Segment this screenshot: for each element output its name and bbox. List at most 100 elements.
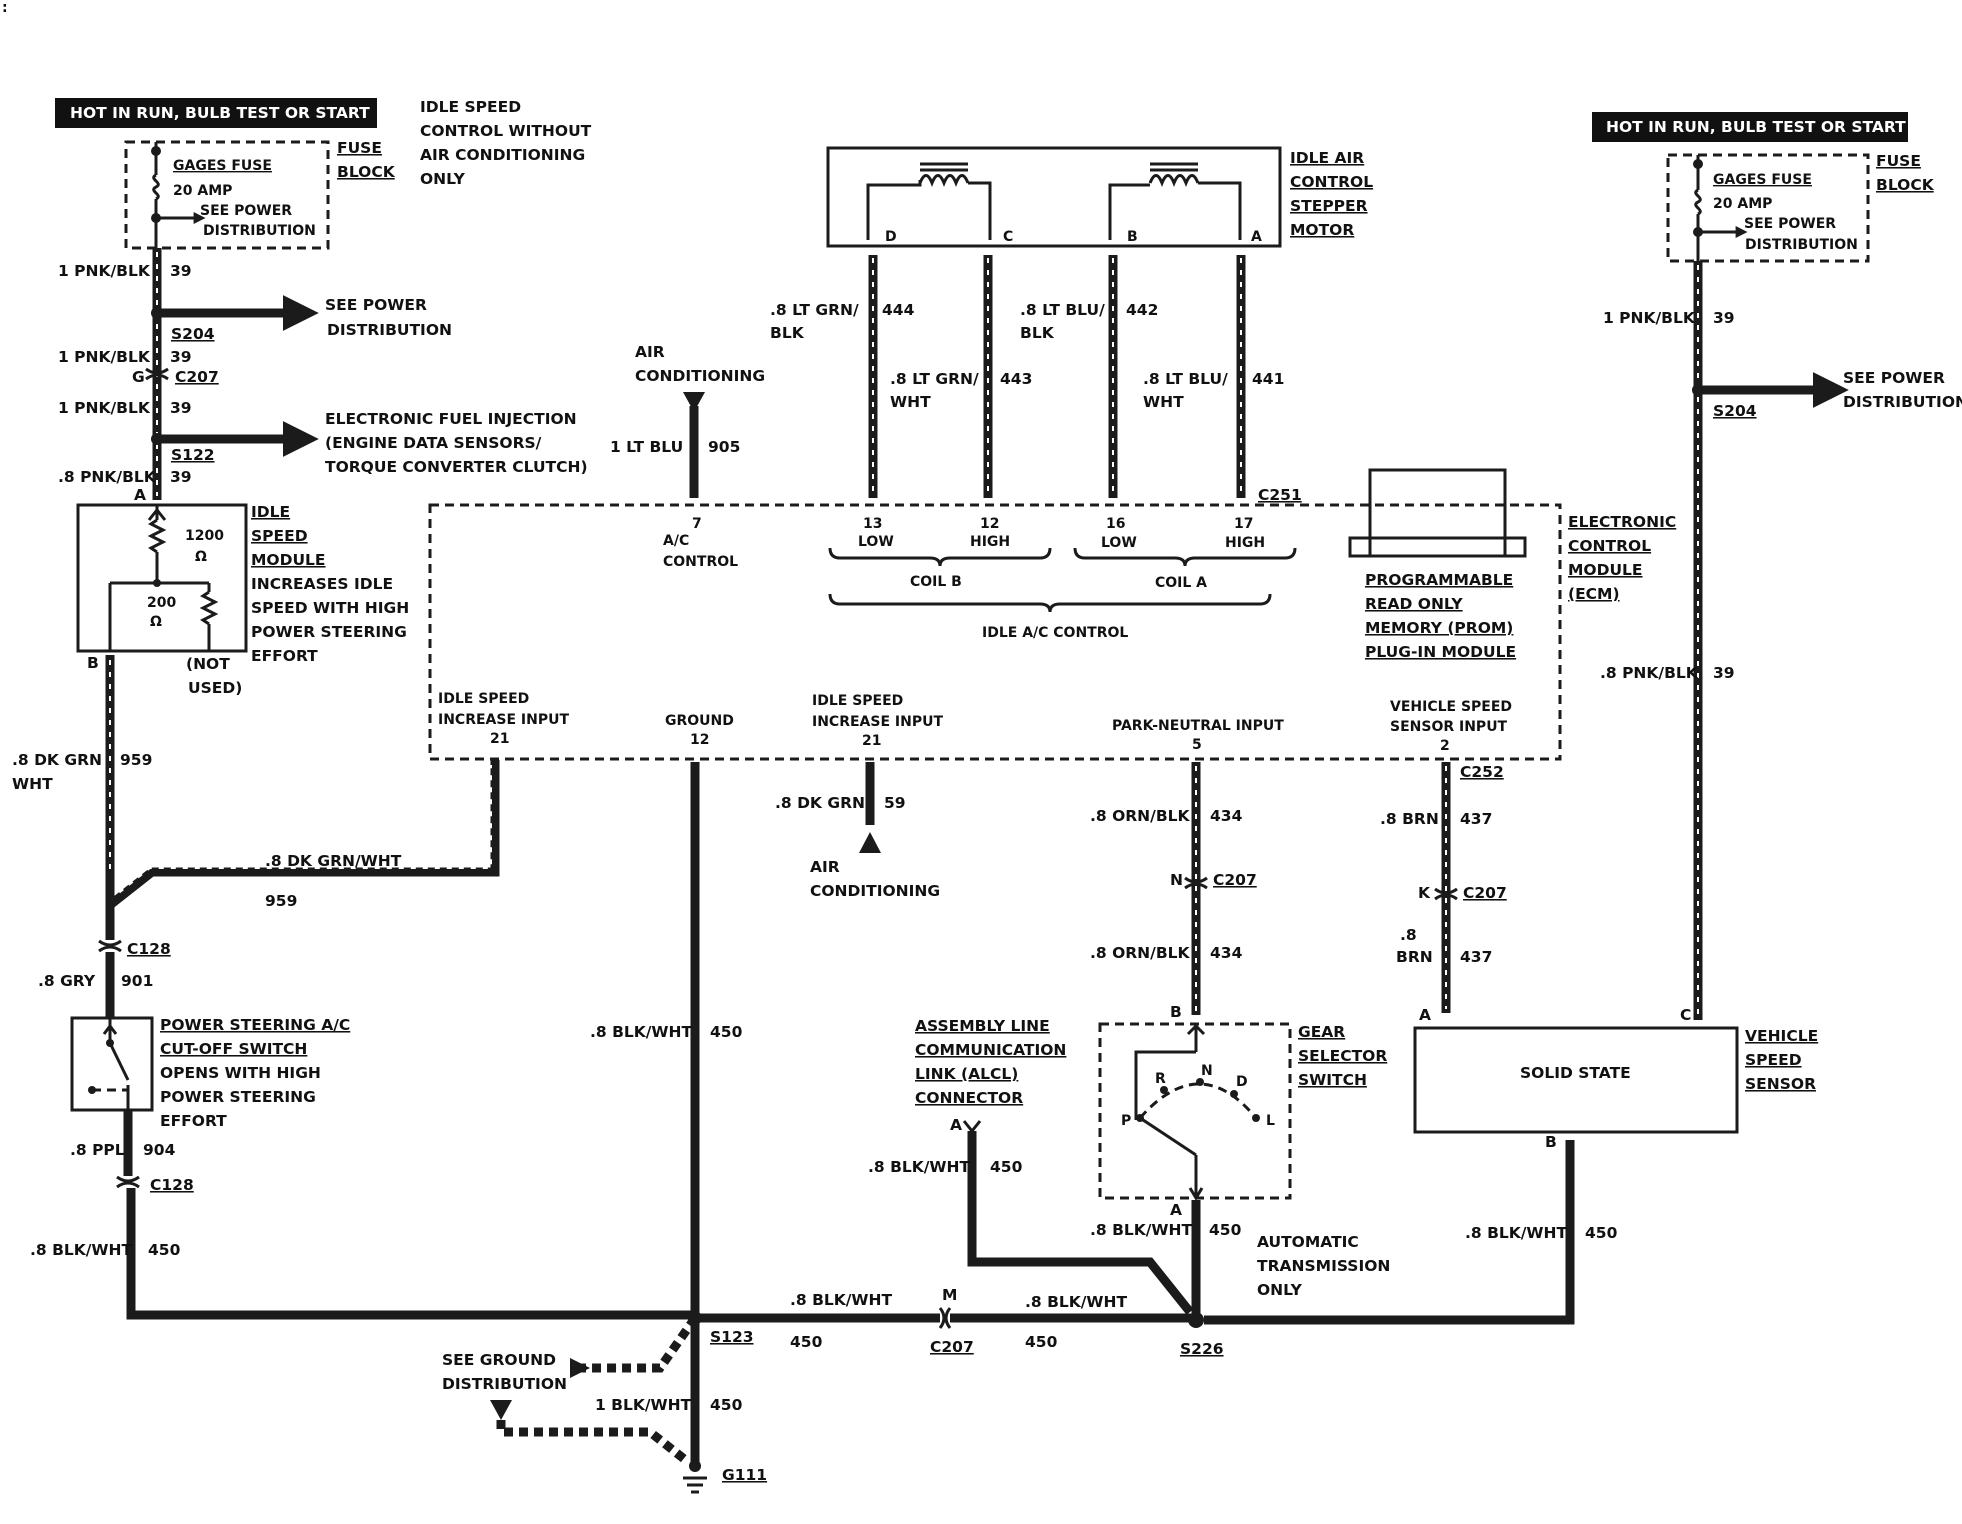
efi-line-1: ELECTRONIC FUEL INJECTION — [325, 410, 577, 428]
r2-ohm: Ω — [150, 614, 162, 630]
ac-top-arrow-icon — [683, 392, 705, 412]
ps-switch-blade — [108, 1042, 130, 1081]
vss-solid: SOLID STATE — [1520, 1064, 1631, 1082]
vss-blk-num: 450 — [1585, 1224, 1618, 1242]
not-used-1: (NOT — [186, 655, 230, 673]
idle-speed-module — [76, 503, 248, 653]
iac-pin-a: A — [1251, 229, 1262, 245]
idle-module-input-icon — [147, 505, 167, 521]
vss-in-1: VEHICLE SPEED — [1390, 699, 1512, 715]
gear-label-r: R — [1155, 1071, 1166, 1087]
in21a-1: IDLE SPEED — [438, 691, 529, 707]
w441-color-2: WHT — [1143, 393, 1184, 411]
vss-c207: C207 — [1463, 884, 1507, 902]
w959-color: .8 DK GRN — [12, 751, 102, 769]
w442-color-2: BLK — [1020, 324, 1055, 342]
left-fuse-see-1: SEE POWER — [200, 203, 292, 219]
ecm-name-2: CONTROL — [1568, 537, 1651, 555]
h1-color: .8 BLK/WHT — [790, 1291, 893, 1309]
ps-switch-pivot — [88, 1086, 96, 1094]
left-w1-num: 39 — [170, 262, 192, 280]
see-ground-2: DISTRIBUTION — [442, 1375, 567, 1393]
title-line-1: IDLE SPEED — [420, 98, 521, 116]
left-w2-num: 39 — [170, 348, 192, 366]
alcl-num: 450 — [990, 1158, 1023, 1176]
idle-module-name-2: SPEED — [251, 527, 308, 545]
n-c207-connector-icon — [1184, 876, 1208, 890]
vss-pin-a: A — [1419, 1006, 1431, 1024]
w442-num: 442 — [1126, 301, 1158, 319]
left-c207: C207 — [175, 368, 219, 386]
gear-name-3: SWITCH — [1298, 1071, 1367, 1089]
iac-pin-c: C — [1003, 229, 1013, 245]
left-fuse-node — [151, 146, 161, 156]
wire-959-stripe — [109, 660, 492, 903]
in21b-2: INCREASE INPUT — [812, 714, 943, 730]
s226: S226 — [1180, 1340, 1224, 1358]
left-c207-connector-icon — [145, 367, 169, 381]
ac-top-label-2: CONDITIONING — [635, 367, 765, 385]
ground-branch-arrow-icon — [490, 1400, 512, 1420]
left-w2-color: 1 PNK/BLK — [58, 348, 151, 366]
gear-output-arrow-icon — [1188, 1187, 1204, 1201]
see-ground-arrow-icon — [570, 1358, 590, 1378]
gear-label-l: L — [1266, 1113, 1275, 1129]
right-fuse-name: GAGES FUSE — [1713, 172, 1812, 188]
ecm-name-3: MODULE — [1568, 561, 1643, 579]
coil-b-label: COIL B — [910, 574, 962, 590]
gear-blk-color: .8 BLK/WHT — [1090, 1221, 1193, 1239]
ac-bottom-color: .8 DK GRN — [775, 794, 865, 812]
gear-park-line — [1134, 1050, 1196, 1120]
m-c207-connector-icon — [938, 1307, 952, 1329]
right-w2-color: .8 PNK/BLK — [1600, 664, 1699, 682]
w441-color-1: .8 LT BLU/ — [1143, 370, 1228, 388]
left-see-power-2: DISTRIBUTION — [327, 321, 452, 339]
left-s122: S122 — [171, 446, 215, 464]
left-w1-color: 1 PNK/BLK — [58, 262, 151, 280]
left-w3-num: 39 — [170, 399, 192, 417]
idle-module-desc-3: POWER STEERING — [251, 623, 407, 641]
w437b-color-1: .8 — [1400, 926, 1417, 944]
vss-in-3: 2 — [1440, 738, 1450, 754]
right-fuse-node — [1693, 159, 1703, 169]
power-steering-switch — [70, 1016, 154, 1112]
efi-line-2: (ENGINE DATA SENSORS/ — [325, 434, 542, 452]
gear-blade — [1139, 1116, 1197, 1157]
auto-1: AUTOMATIC — [1257, 1233, 1359, 1251]
title-line-3: AIR CONDITIONING — [420, 146, 585, 164]
ac-bottom-num: 59 — [884, 794, 906, 812]
gear-name-2: SELECTOR — [1298, 1047, 1387, 1065]
wire-959 — [105, 655, 500, 915]
ps-switch-input-icon — [102, 1018, 118, 1040]
vss-box — [1413, 1026, 1739, 1134]
w442-color-1: .8 LT BLU/ — [1020, 301, 1105, 319]
in21a-2: INCREASE INPUT — [438, 712, 569, 728]
idle-module-desc-4: EFFORT — [251, 647, 318, 665]
ac-top-num: 905 — [708, 438, 740, 456]
gear-label-p: P — [1121, 1113, 1131, 1129]
diag-color: .8 DK GRN/WHT — [265, 852, 402, 870]
ps-switch-name-2: CUT-OFF SWITCH — [160, 1040, 307, 1058]
ppl-num: 904 — [143, 1141, 176, 1159]
auto-3: ONLY — [1257, 1281, 1303, 1299]
wire-450-left — [126, 1188, 695, 1320]
pin16-low: LOW — [1101, 535, 1137, 551]
right-s204: S204 — [1713, 402, 1757, 420]
w434b-color: .8 ORN/BLK — [1090, 944, 1191, 962]
right-w2-num: 39 — [1713, 664, 1735, 682]
gear-n: N — [1170, 871, 1183, 889]
coil-a-label: COIL A — [1155, 575, 1207, 591]
c128-connector-icon — [98, 939, 122, 953]
right-fuse-element-icon — [1694, 188, 1702, 216]
pin16-num: 16 — [1106, 516, 1125, 532]
title-line-2: CONTROL WITHOUT — [420, 122, 592, 140]
left-w3-color: 1 PNK/BLK — [58, 399, 151, 417]
pin7-control: CONTROL — [663, 554, 738, 570]
gear-pin-b: B — [1170, 1003, 1182, 1021]
coil-a-right — [1198, 181, 1242, 240]
gry-color: .8 GRY — [38, 972, 96, 990]
pin17-num: 17 — [1234, 516, 1253, 532]
g111: G111 — [722, 1466, 767, 1484]
m-c207: C207 — [930, 1338, 974, 1356]
w434a-num: 434 — [1210, 807, 1243, 825]
